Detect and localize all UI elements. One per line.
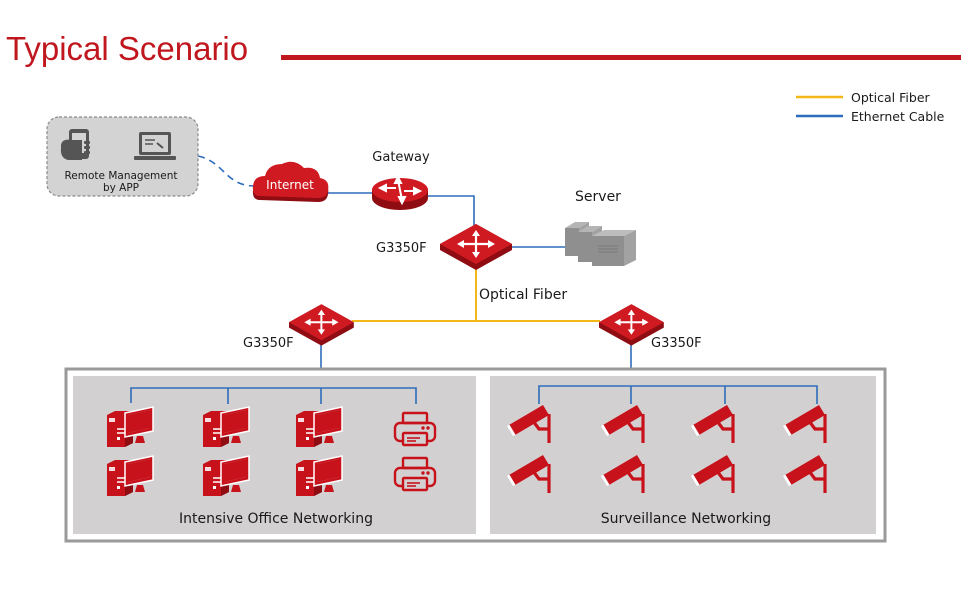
left-switch-label: G3350F xyxy=(243,336,294,351)
smartphone-icon xyxy=(60,129,90,160)
legend-fiber-label: Optical Fiber xyxy=(851,90,931,105)
left-switch: G3350F xyxy=(243,303,355,351)
optical-fiber-label: Optical Fiber xyxy=(479,287,567,303)
switch-icon xyxy=(438,222,514,272)
right-switch-label: G3350F xyxy=(651,336,702,351)
remote-management-node: Remote Management by APP xyxy=(46,116,199,197)
right-switch: G3350F xyxy=(598,303,702,351)
server-node: Server xyxy=(565,189,636,266)
surveillance-zone-label: Surveillance Networking xyxy=(601,511,771,527)
title-divider xyxy=(281,55,961,60)
core-switch-label: G3350F xyxy=(376,241,427,256)
legend-ethernet-label: Ethernet Cable xyxy=(851,109,945,124)
core-switch: G3350F xyxy=(376,222,514,272)
laptop-icon xyxy=(134,132,176,160)
office-zone-label: Intensive Office Networking xyxy=(179,511,373,527)
legend: Optical Fiber Ethernet Cable xyxy=(796,90,945,124)
remote-management-label-line2: by APP xyxy=(103,182,139,194)
switch-icon xyxy=(288,303,355,347)
gateway-router: Gateway xyxy=(372,150,430,210)
office-zone: Intensive Office Networking xyxy=(73,376,476,534)
gateway-label: Gateway xyxy=(372,150,430,165)
remote-management-label-line1: Remote Management xyxy=(64,170,177,182)
office-zone-background xyxy=(73,376,476,534)
gateway-to-core-link xyxy=(428,195,475,226)
internet-label: Internet xyxy=(266,178,314,192)
surveillance-zone: Surveillance Networking xyxy=(490,376,876,534)
page-title: Typical Scenario xyxy=(6,30,249,67)
remote-to-internet-link xyxy=(197,155,256,187)
surveillance-zone-background xyxy=(490,376,876,534)
server-label: Server xyxy=(575,189,621,205)
server-icon xyxy=(565,222,636,266)
internet-cloud-icon: Internet xyxy=(252,161,329,202)
router-arrows-icon xyxy=(377,174,423,206)
